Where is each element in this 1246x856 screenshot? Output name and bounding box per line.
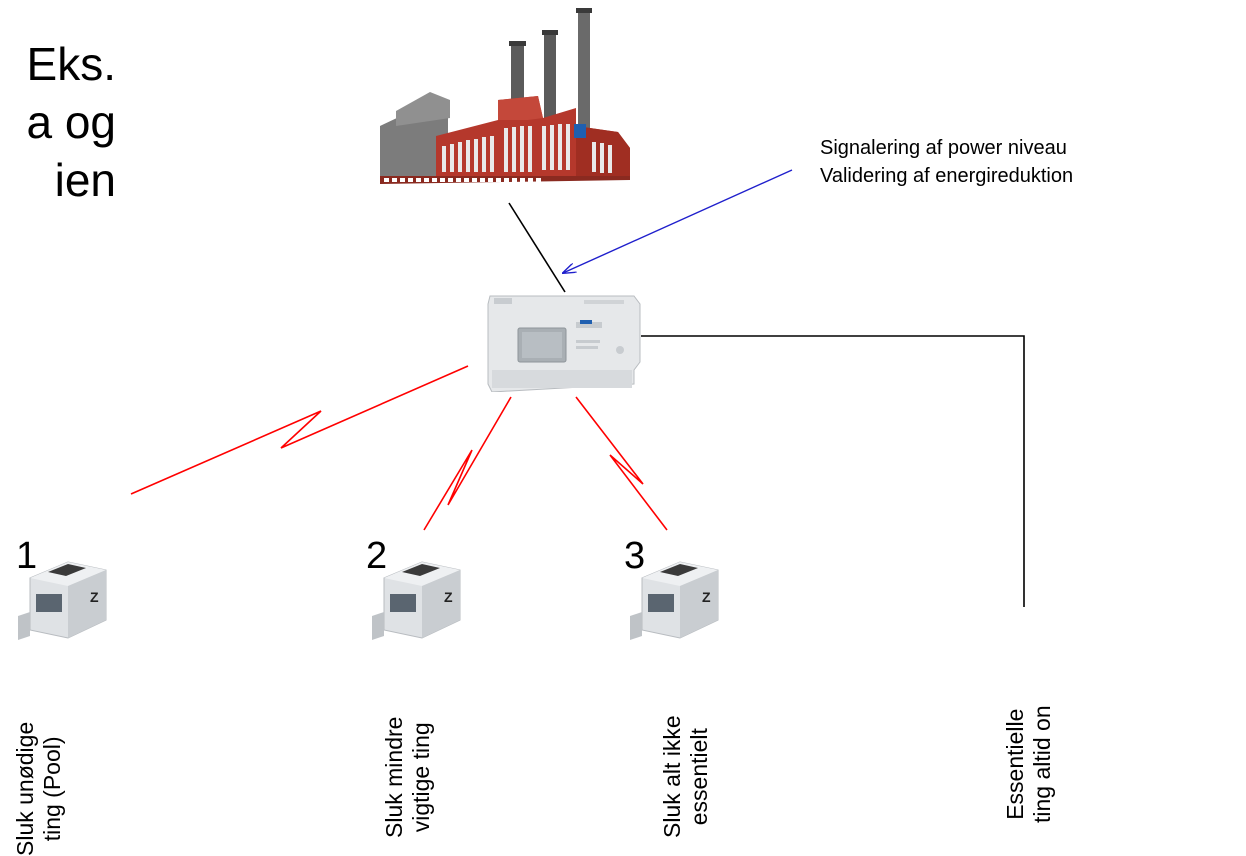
wireless-link-2 — [423, 396, 512, 531]
plant-to-meter-wire — [508, 202, 566, 293]
heading-line-3: ien — [54, 154, 116, 206]
relay-label-1-line-2: ting (Pool) — [39, 736, 65, 842]
relay-label-1-line-1: Sluk unødige — [12, 721, 38, 856]
svg-text:Z: Z — [702, 589, 711, 605]
relay-number-2: 2 — [366, 535, 388, 577]
relay-label-3: Sluk alt ikke essentielt — [659, 715, 713, 838]
relay-number-3: 3 — [624, 535, 646, 577]
essential-wire — [641, 335, 1025, 607]
din-relay-icon-2: Z — [372, 561, 461, 640]
signal-arrow — [563, 169, 793, 273]
signal-label-line-1: Signalering af power niveau — [820, 137, 1067, 159]
heading-line-2: a og — [26, 96, 116, 148]
heading-line-1: Eks. — [26, 38, 116, 90]
smart-meter-icon — [487, 295, 641, 392]
relay-label-2: Sluk mindre vigtige ting — [381, 717, 435, 838]
signal-label-line-2: Validering af energireduktion — [820, 165, 1074, 187]
relay-label-3-line-1: Sluk alt ikke — [659, 715, 685, 838]
svg-text:Z: Z — [90, 589, 99, 605]
relay-label-1: Sluk unødige ting (Pool) — [12, 722, 66, 856]
relay-label-2-line-1: Sluk mindre — [381, 716, 407, 838]
din-relay-icon-1: Z — [18, 561, 107, 640]
wireless-link-3 — [575, 396, 668, 531]
din-relay-icon-3: Z — [630, 561, 719, 640]
relay-label-3-line-2: essentielt — [686, 728, 712, 826]
relay-label-2-line-2: vigtige ting — [408, 722, 434, 833]
essential-label-line-1: Essentielle — [1002, 708, 1028, 820]
essential-label-line-2: ting altid on — [1029, 705, 1055, 823]
power-plant-icon — [380, 8, 630, 201]
svg-text:Z: Z — [444, 589, 453, 605]
relay-number-1: 1 — [16, 535, 38, 577]
essential-label: Essentielle ting altid on — [1002, 705, 1056, 823]
wireless-link-1 — [130, 365, 469, 495]
